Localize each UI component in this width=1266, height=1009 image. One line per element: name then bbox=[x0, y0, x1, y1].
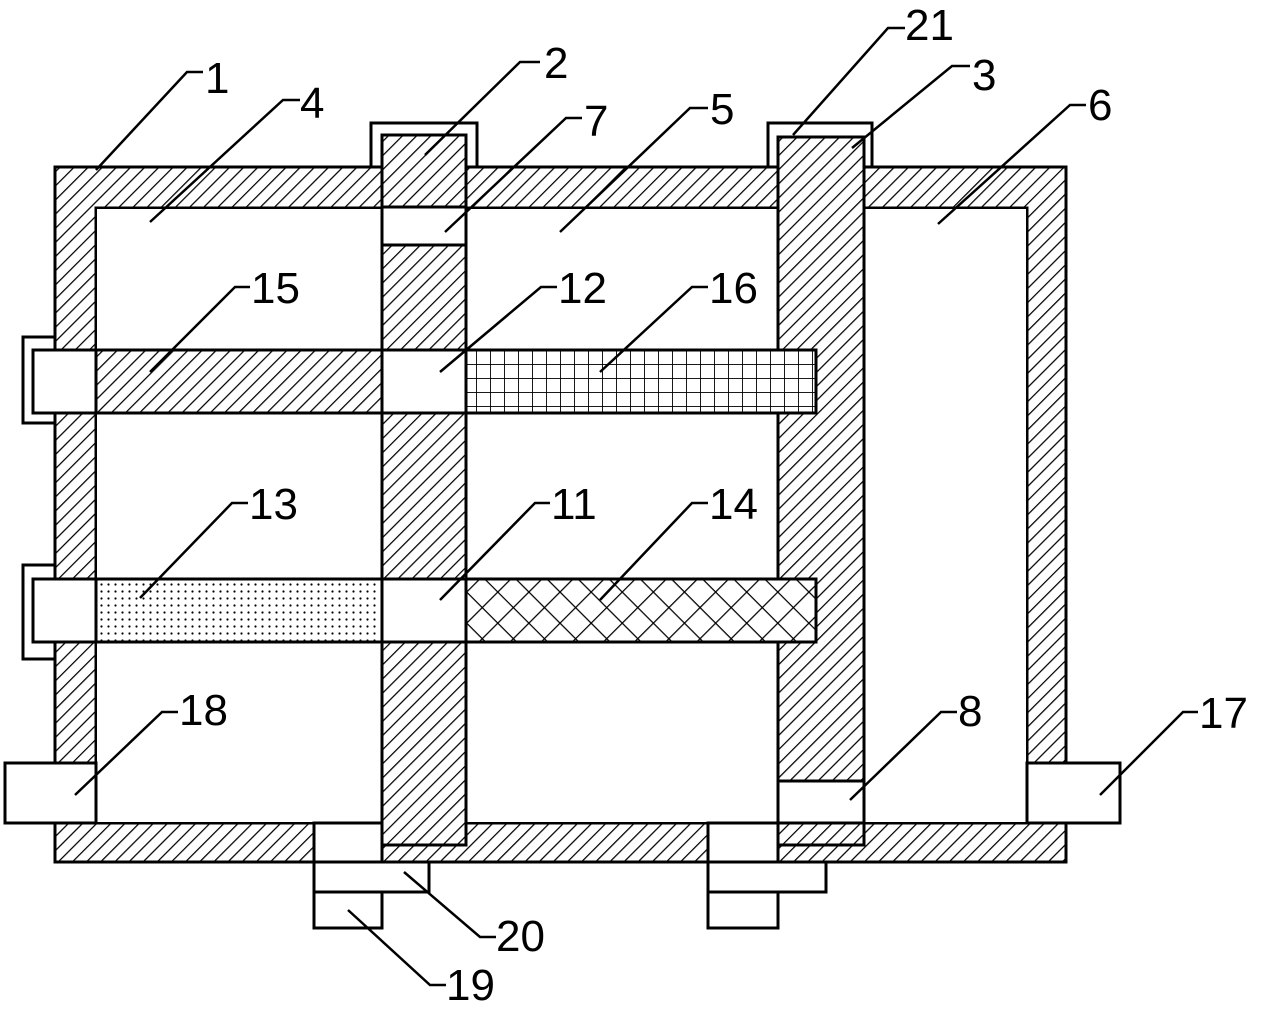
drain-flange-right bbox=[706, 860, 828, 894]
label-7: 7 bbox=[584, 97, 608, 146]
chamber-5 bbox=[466, 209, 778, 822]
port-18 bbox=[3, 761, 98, 825]
chamber-6 bbox=[864, 209, 1026, 822]
filter-13 bbox=[94, 577, 384, 644]
port-17 bbox=[1025, 761, 1122, 825]
label-19: 19 bbox=[446, 961, 495, 1009]
label-13: 13 bbox=[249, 480, 298, 529]
divider-plate-3 bbox=[776, 135, 866, 847]
label-8: 8 bbox=[958, 687, 982, 736]
label-6: 6 bbox=[1088, 81, 1112, 130]
filter-14 bbox=[464, 577, 818, 644]
label-15: 15 bbox=[251, 264, 300, 313]
chamber-4 bbox=[97, 209, 382, 822]
filter-15 bbox=[94, 348, 384, 415]
divider-plate-2 bbox=[380, 133, 468, 847]
label-12: 12 bbox=[558, 264, 607, 313]
label-3: 3 bbox=[972, 51, 996, 100]
label-11: 11 bbox=[551, 480, 597, 529]
filter-16 bbox=[464, 348, 818, 415]
outlet-lower bbox=[31, 577, 98, 644]
opening-8 bbox=[776, 779, 866, 825]
top-cap-left bbox=[369, 121, 479, 167]
drain-pipe-right bbox=[706, 821, 780, 864]
leader-lines bbox=[74, 26, 1198, 987]
left-bracket-upper bbox=[21, 335, 55, 425]
outlet-upper bbox=[31, 348, 98, 415]
callout-labels: 1 4 2 7 5 21 3 6 15 12 16 13 11 14 18 8 … bbox=[179, 1, 1248, 1009]
label-21: 21 bbox=[905, 1, 954, 50]
opening-11 bbox=[380, 577, 468, 644]
drain-outlet-right bbox=[706, 890, 780, 930]
label-20: 20 bbox=[496, 912, 545, 961]
top-cap-right bbox=[766, 121, 874, 167]
label-16: 16 bbox=[709, 264, 758, 313]
label-14: 14 bbox=[709, 480, 758, 529]
label-18: 18 bbox=[179, 686, 228, 735]
left-bracket-lower bbox=[21, 563, 55, 661]
label-1: 1 bbox=[205, 54, 229, 103]
label-2: 2 bbox=[544, 39, 568, 88]
label-17: 17 bbox=[1199, 689, 1248, 738]
label-4: 4 bbox=[300, 79, 324, 128]
drain-pipe-left bbox=[312, 821, 384, 864]
label-5: 5 bbox=[710, 85, 734, 134]
opening-7 bbox=[380, 205, 468, 247]
